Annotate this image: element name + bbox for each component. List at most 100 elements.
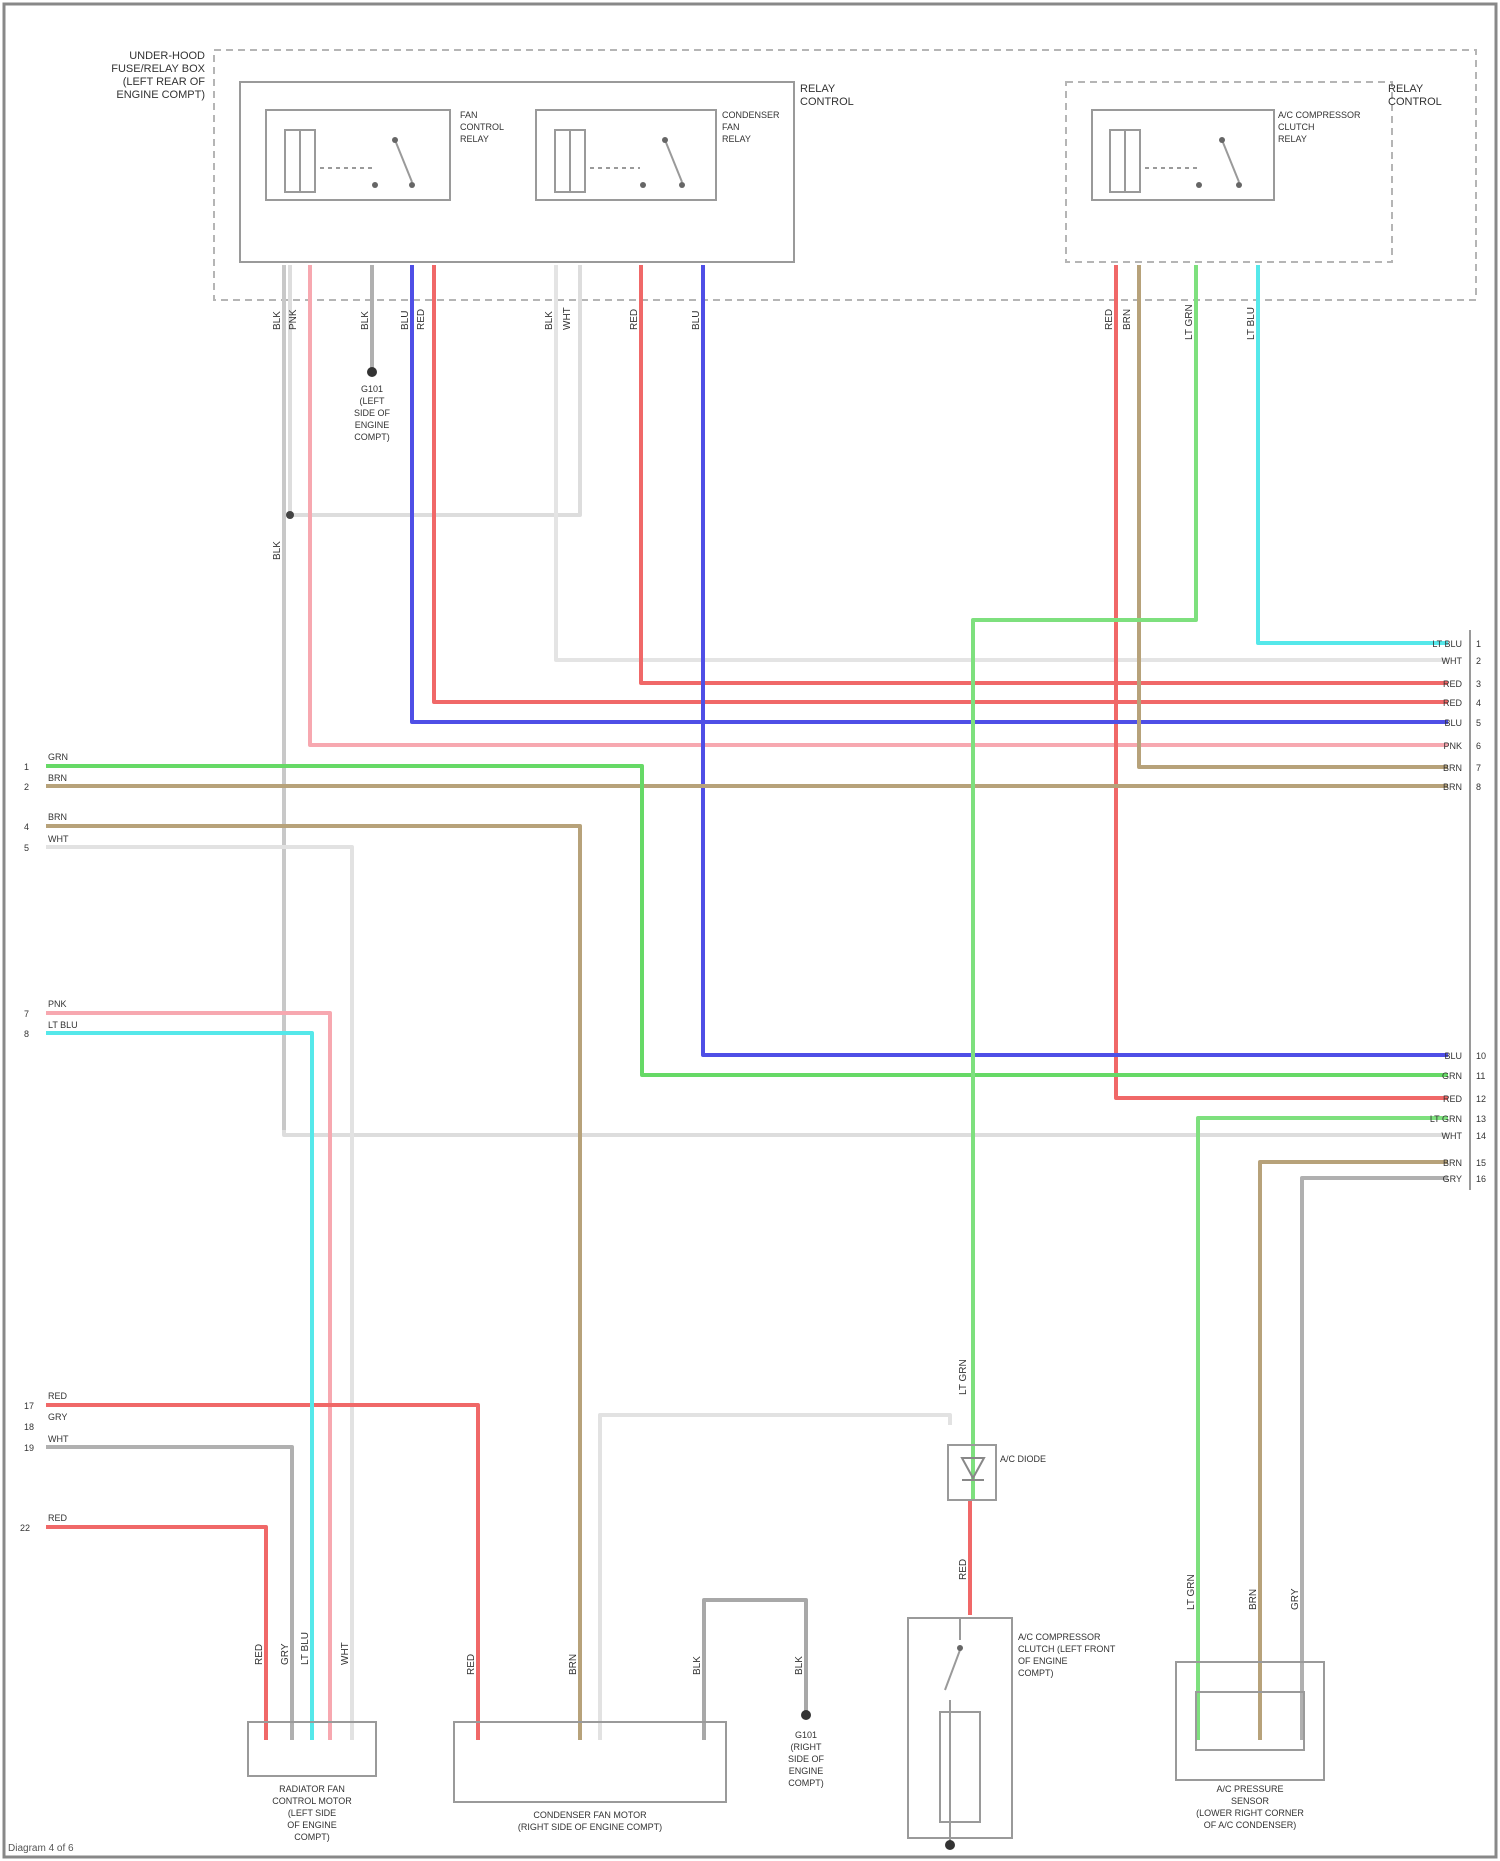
condenser-relay-label-2: FAN <box>722 122 740 132</box>
fan-control-relay: FAN CONTROL RELAY <box>266 110 504 200</box>
rc-pin-8: 8 <box>1476 782 1481 792</box>
rc-code-15: BRN <box>1443 1158 1462 1168</box>
rc-pin-10: 10 <box>1476 1051 1486 1061</box>
rc-code-16: GRY <box>1443 1174 1462 1184</box>
code-a5: RED <box>416 309 427 330</box>
wire-blk-1b <box>284 1130 1448 1135</box>
condenser-fan-motor: RED BRN BLK BLK CONDENSER FAN MOTOR (RIG… <box>454 1654 805 1832</box>
svg-text:COMPT): COMPT) <box>788 1778 824 1788</box>
rc-code-3: RED <box>1443 679 1463 689</box>
code-c1: RED <box>1104 309 1115 330</box>
code-f1: RED <box>466 1654 477 1675</box>
wire-blu-a <box>412 265 1448 722</box>
svg-text:SENSOR: SENSOR <box>1231 1796 1270 1806</box>
lc-code-19: WHT <box>48 1434 69 1444</box>
lc-pin-7: 7 <box>24 1009 29 1019</box>
rc-code-12: RED <box>1443 1094 1463 1104</box>
svg-text:(LOWER RIGHT CORNER: (LOWER RIGHT CORNER <box>1196 1808 1304 1818</box>
wire-red-left2 <box>46 1527 266 1740</box>
code-e3: LT BLU <box>300 1632 311 1665</box>
top-wire-labels: BLK PNK BLK BLU RED BLK WHT RED BLU RED … <box>272 304 1257 560</box>
svg-text:(RIGHT: (RIGHT <box>791 1742 822 1752</box>
svg-text:A/C PRESSURE: A/C PRESSURE <box>1216 1784 1283 1794</box>
compressor-relay-label-2: CLUTCH <box>1278 122 1315 132</box>
svg-text:OF ENGINE: OF ENGINE <box>287 1820 337 1830</box>
svg-text:COMPT): COMPT) <box>294 1832 330 1842</box>
splice-a <box>286 511 294 519</box>
lc-code-1: GRN <box>48 752 68 762</box>
code-f4: BLK <box>794 1656 805 1675</box>
code-blk: BLK <box>272 541 283 560</box>
wire-wht-bus <box>46 847 352 1740</box>
rc-code-8: BRN <box>1443 782 1462 792</box>
rc-pin-11: 11 <box>1476 1071 1485 1081</box>
ac-diode: LT GRN A/C DIODE RED <box>948 1359 1046 1580</box>
left-connector: 1 GRN 2 BRN 4 BRN 5 WHT 7 PNK 8 LT BLU 1… <box>20 752 78 1533</box>
rc-pin-1: 1 <box>1476 639 1481 649</box>
svg-text:SIDE OF: SIDE OF <box>788 1754 825 1764</box>
fuse-box-label-3: (LEFT REAR OF <box>123 76 206 88</box>
diode-label: A/C DIODE <box>1000 1454 1046 1464</box>
code-a1: BLK <box>272 311 283 330</box>
lc-code-22: RED <box>48 1513 68 1523</box>
lc-pin-17: 17 <box>24 1401 34 1411</box>
wire-gry-gnd <box>704 1600 806 1740</box>
svg-text:OF A/C CONDENSER): OF A/C CONDENSER) <box>1204 1820 1297 1830</box>
svg-text:ENGINE: ENGINE <box>355 420 390 430</box>
rc-pin-12: 12 <box>1476 1094 1486 1104</box>
code-g1: LT GRN <box>1186 1574 1197 1610</box>
code-b4: BLU <box>691 311 702 330</box>
wire-ltgrn-b <box>973 265 1196 1500</box>
rc-code-13: LT GRN <box>1430 1114 1462 1124</box>
code-c2: BRN <box>1122 309 1133 330</box>
code-e2: GRY <box>280 1643 291 1665</box>
ac-compressor-clutch: A/C COMPRESSOR CLUTCH (LEFT FRONT OF ENG… <box>908 1618 1116 1850</box>
compressor-relay-label-1: A/C COMPRESSOR <box>1278 110 1361 120</box>
svg-text:A/C COMPRESSOR: A/C COMPRESSOR <box>1018 1632 1101 1642</box>
lc-code-5: WHT <box>48 834 69 844</box>
condenser-relay-label-1: CONDENSER <box>722 110 780 120</box>
rc-code-11: GRN <box>1442 1071 1462 1081</box>
rc-pin-16: 16 <box>1476 1174 1486 1184</box>
lc-code-18: GRY <box>48 1412 67 1422</box>
svg-text:ENGINE: ENGINE <box>789 1766 824 1776</box>
wire-brn-d <box>1260 1162 1448 1740</box>
rc-code-5: BLU <box>1444 718 1462 728</box>
rc-pin-2: 2 <box>1476 656 1481 666</box>
svg-text:CLUTCH (LEFT FRONT: CLUTCH (LEFT FRONT <box>1018 1644 1116 1654</box>
code-a2: PNK <box>288 309 299 330</box>
wire-pnk-left <box>46 1013 330 1740</box>
rc-code-14: WHT <box>1442 1131 1463 1141</box>
lc-pin-22: 22 <box>20 1523 30 1533</box>
code-c4: LT BLU <box>1246 307 1257 340</box>
svg-text:RADIATOR FAN: RADIATOR FAN <box>279 1784 345 1794</box>
ground-a-label: G101 (LEFT SIDE OF ENGINE COMPT) <box>354 384 391 442</box>
wire-red-left1 <box>46 1405 478 1740</box>
rc-code-2: WHT <box>1442 656 1463 666</box>
relay-group-left-label-2: CONTROL <box>800 96 854 108</box>
rc-code-6: PNK <box>1443 741 1462 751</box>
rc-code-7: BRN <box>1443 763 1462 773</box>
relay-group-right-label-2: CONTROL <box>1388 96 1442 108</box>
rc-pin-3: 3 <box>1476 679 1481 689</box>
wire-grn-a <box>46 766 1448 1075</box>
code-d-top: LT GRN <box>958 1359 969 1395</box>
svg-text:(LEFT: (LEFT <box>359 396 385 406</box>
lc-pin-18: 18 <box>24 1422 34 1432</box>
relay-group-right-label-1: RELAY <box>1388 83 1424 95</box>
svg-text:(LEFT SIDE: (LEFT SIDE <box>288 1808 336 1818</box>
ground-b: G101 (RIGHT SIDE OF ENGINE COMPT) <box>788 1710 825 1788</box>
lc-code-4: BRN <box>48 812 67 822</box>
svg-text:COMPT): COMPT) <box>1018 1668 1054 1678</box>
code-f2: BRN <box>568 1654 579 1675</box>
fuse-box-label-4: ENGINE COMPT) <box>116 89 205 101</box>
svg-text:(RIGHT SIDE OF ENGINE COMPT): (RIGHT SIDE OF ENGINE COMPT) <box>518 1822 662 1832</box>
wire-set <box>46 265 1448 1740</box>
code-a3: BLK <box>360 311 371 330</box>
svg-text:OF ENGINE: OF ENGINE <box>1018 1656 1068 1666</box>
code-f3: BLK <box>692 1656 703 1675</box>
condenser-relay-label-3: RELAY <box>722 134 751 144</box>
svg-text:G101: G101 <box>361 384 383 394</box>
rc-code-10: BLU <box>1444 1051 1462 1061</box>
